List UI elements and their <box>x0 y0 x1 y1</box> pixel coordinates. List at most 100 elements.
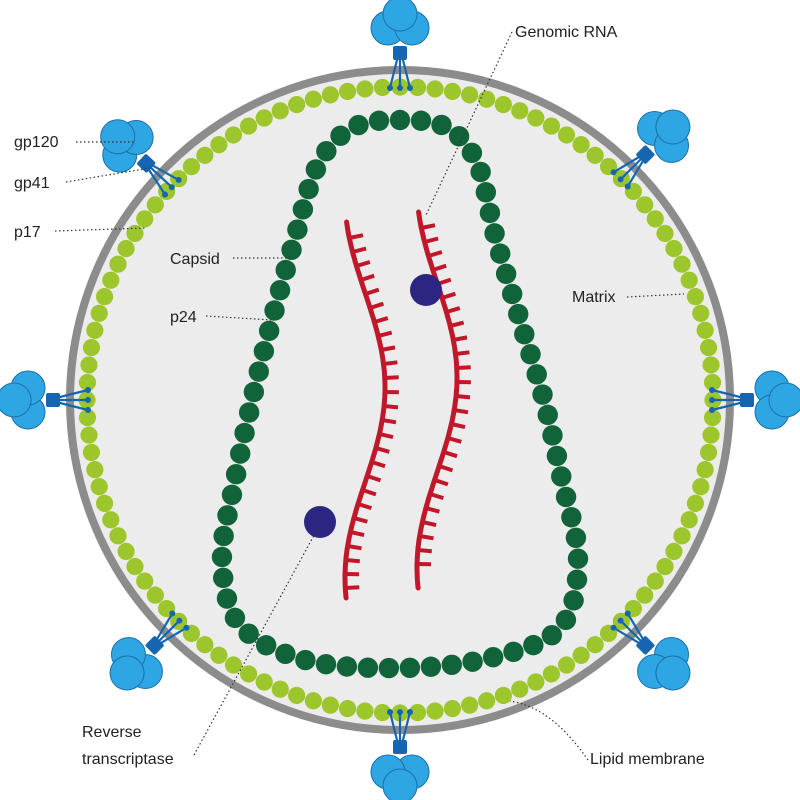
gp120-subunit <box>768 382 800 418</box>
matrix-protein <box>692 304 710 322</box>
matrix-protein <box>542 665 561 683</box>
matrix-protein <box>102 511 120 529</box>
rna-base <box>348 233 364 240</box>
gp41-anchor <box>169 610 176 617</box>
gp120-subunit <box>0 382 32 418</box>
matrix-protein <box>494 686 512 705</box>
rna-base <box>377 330 393 338</box>
matrix-protein <box>680 271 698 289</box>
matrix-protein <box>224 126 243 144</box>
gp41-anchor <box>610 624 617 631</box>
gp41-anchor <box>624 183 631 190</box>
capsid-protein <box>238 623 259 644</box>
rna-base <box>432 263 447 272</box>
rna-base <box>452 335 468 342</box>
rna-base <box>438 464 454 473</box>
gp41-anchor <box>183 624 190 631</box>
gp41-leg <box>612 626 643 646</box>
gp41-anchor <box>610 169 617 176</box>
matrix-protein <box>80 426 98 444</box>
rna-base <box>453 408 469 415</box>
capsid-protein <box>316 141 337 162</box>
rna-base <box>380 345 396 352</box>
capsid-protein <box>563 590 584 611</box>
rna-base <box>373 316 389 324</box>
gp41-leg <box>149 162 180 181</box>
gp41-leg <box>711 388 745 400</box>
gp41-anchor <box>387 85 393 91</box>
rna-base <box>433 478 449 487</box>
rna-base <box>364 287 380 296</box>
matrix-protein <box>680 511 698 529</box>
gp120-subunit <box>655 109 691 145</box>
gp120-subunit <box>109 655 145 691</box>
leader-gp41 <box>65 167 151 183</box>
rna-base <box>455 394 471 400</box>
matrix-protein <box>102 271 120 289</box>
rna-base <box>383 404 399 410</box>
capsid-protein <box>520 344 541 365</box>
gp41-anchor <box>617 176 624 183</box>
capsid-protein <box>255 635 277 656</box>
matrix-protein <box>542 117 561 135</box>
capsid-protein <box>567 548 589 569</box>
gp41-stem <box>145 636 164 655</box>
gp120-subunit <box>382 0 418 32</box>
matrix-protein <box>136 572 154 590</box>
gp41-anchor <box>175 176 182 183</box>
leader-p24 <box>205 315 273 321</box>
gp41-anchor <box>709 397 715 403</box>
capsid-protein <box>541 625 563 646</box>
matrix-protein <box>656 224 674 243</box>
rna-base <box>381 418 397 425</box>
matrix-protein <box>636 196 654 214</box>
matrix-protein <box>356 702 374 720</box>
rna-base <box>366 474 382 483</box>
capsid-protein <box>378 657 400 679</box>
matrix-protein <box>646 572 664 590</box>
matrix-protein <box>426 702 444 720</box>
gp41-leg <box>154 612 174 643</box>
capsid-protein <box>561 507 582 528</box>
gp120-subunit <box>655 655 691 691</box>
capsid-protein <box>330 125 351 146</box>
matrix-protein <box>271 680 289 698</box>
matrix-protein <box>146 196 164 214</box>
label-reverse: Reverse <box>82 724 142 741</box>
matrix-protein <box>703 408 722 427</box>
reverse-transcriptase-enzyme-2 <box>304 506 336 538</box>
matrix-protein <box>572 136 590 154</box>
gp41-stem <box>46 393 60 407</box>
capsid-protein <box>503 641 524 663</box>
matrix-protein <box>702 356 720 374</box>
label-transcriptase: transcriptase <box>82 751 174 768</box>
gp41-leg <box>147 164 173 189</box>
matrix-protein <box>240 665 258 683</box>
matrix-protein <box>117 240 135 258</box>
capsid-protein <box>243 381 265 403</box>
capsid-protein <box>264 300 285 321</box>
matrix-protein <box>494 95 512 114</box>
matrix-protein <box>78 373 97 392</box>
capsid-protein <box>225 463 247 485</box>
gp41-leg <box>155 619 181 645</box>
matrix-protein <box>408 703 427 722</box>
matrix-protein <box>338 699 357 718</box>
capsid-protein <box>399 657 421 678</box>
capsid-protein <box>348 114 369 136</box>
matrix-protein <box>82 338 101 357</box>
matrix-protein <box>224 656 243 674</box>
capsid-protein <box>448 126 470 147</box>
capsid-protein <box>224 607 246 629</box>
gp41-leg <box>619 155 645 181</box>
capsid-protein <box>295 649 316 671</box>
matrix-protein <box>696 461 714 479</box>
rna-base <box>360 273 375 282</box>
gp41-leg <box>400 55 412 89</box>
gp41-anchor <box>624 610 631 617</box>
rna-base <box>378 432 394 440</box>
capsid-protein <box>555 486 577 508</box>
gp41-anchor <box>85 407 91 413</box>
rna-base <box>427 250 443 258</box>
